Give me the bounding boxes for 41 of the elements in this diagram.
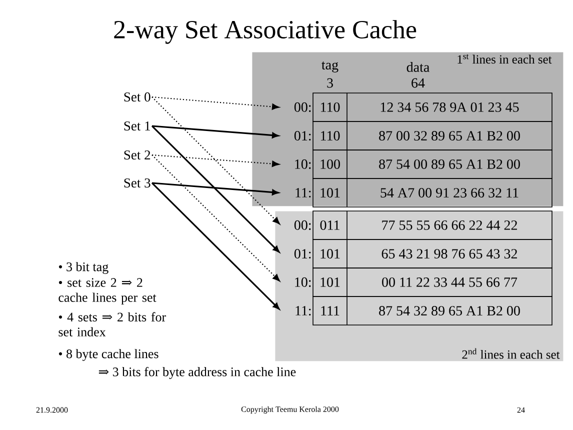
- column-header: tag: [322, 62, 338, 72]
- title: 2-way Set Associative Cache: [114, 20, 416, 44]
- set-label: Set 1: [124, 121, 150, 131]
- node-label: 10:: [295, 159, 311, 169]
- table-row: 10: 101 00 11 22 33 44 55 66 77: [295, 268, 552, 297]
- node-label: 00:: [294, 102, 311, 112]
- table-row: 11: 111 87 54 32 89 65 A1 B2 00: [296, 296, 552, 326]
- bullet-item: • 8 byte cache lines: [58, 349, 158, 361]
- set-label: Set 2: [124, 150, 150, 160]
- table-row: 11: 101 54 A7 00 91 23 66 32 11: [296, 178, 552, 208]
- bullet-item: • 4 sets ⇒ 2 bits for set index: [58, 312, 166, 336]
- set-label: Set 0: [124, 92, 150, 102]
- bullet-item: ⇒ 3 bits for byte address in cache line: [98, 367, 296, 379]
- node-label: 11:: [296, 306, 311, 316]
- node-label: 01:: [294, 249, 311, 259]
- bullet-item: • 3 bit tag: [58, 262, 108, 274]
- arrow: [152, 182, 279, 196]
- table-row: 00: 110 12 34 56 78 9A 01 23 45: [294, 92, 552, 122]
- arrow: [151, 182, 280, 310]
- column-header: 64: [412, 78, 425, 88]
- set-label: Set 3: [124, 178, 150, 188]
- column-header: 3: [327, 78, 333, 88]
- footer-copyright: Copyright Teemu Kerola 2000: [241, 406, 339, 414]
- arrow: [152, 125, 279, 138]
- footer-date: 21.9.2000: [36, 407, 68, 413]
- arrow: [152, 96, 280, 110]
- bullet-item: • set size 2 ⇒ 2 cache lines per set: [58, 278, 156, 304]
- arrow: [152, 154, 280, 167]
- node-label: 00:: [294, 220, 311, 230]
- page-number: 24: [517, 407, 525, 413]
- node-label: 11:: [296, 188, 311, 198]
- node-label: 10:: [295, 277, 311, 287]
- node-label: 01:: [294, 131, 311, 141]
- table-row: 01: 110 87 00 32 89 65 A1 B2 00: [294, 121, 552, 150]
- table-row: 00: 011 77 55 55 66 66 22 44 22: [294, 210, 552, 240]
- arrow: [152, 96, 280, 224]
- arrow: [151, 125, 280, 252]
- table-row: 01: 101 65 43 21 98 76 65 43 32: [294, 239, 552, 268]
- column-header: data: [406, 62, 430, 72]
- arrow: [152, 154, 280, 282]
- table-row: 10: 100 87 54 00 89 65 A1 B2 00: [295, 150, 552, 179]
